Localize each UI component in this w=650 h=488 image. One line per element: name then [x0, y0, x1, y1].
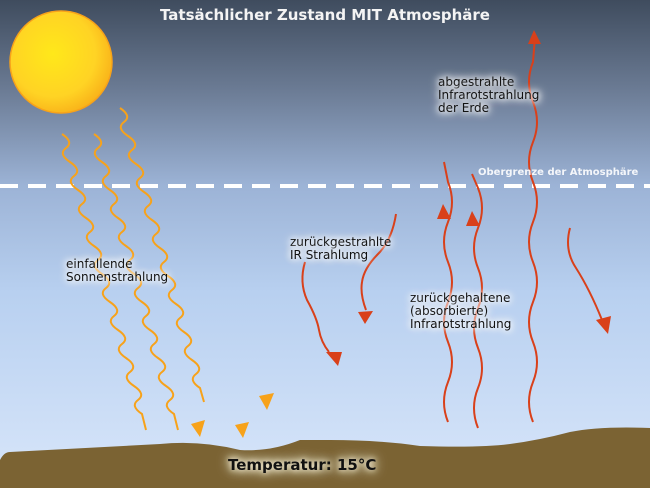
arrowhead-icon	[259, 393, 274, 410]
arrowhead-icon	[596, 316, 611, 334]
ir-rays	[301, 36, 603, 429]
temperature-label: Temperatur: 15°C	[228, 456, 377, 474]
ir-ray-emitted	[528, 36, 538, 423]
ir-ray-reflected-1	[301, 261, 330, 353]
atmosphere-boundary-label: Obergrenze der Atmosphäre	[478, 167, 639, 178]
solar-ray-1	[61, 133, 147, 431]
ir-ray-retained-2	[471, 173, 483, 429]
diagram-title: Tatsächlicher Zustand MIT Atmosphäre	[160, 6, 490, 24]
solar-arrowheads	[191, 393, 274, 438]
retained-ir-label: zurückgehaltene (absorbierte) Infrarotst…	[410, 291, 512, 331]
arrowhead-icon	[235, 422, 249, 438]
solar-rays	[61, 107, 205, 431]
solar-ray-3	[119, 107, 205, 403]
arrowhead-icon	[528, 30, 541, 44]
ir-arrowheads	[326, 30, 611, 366]
sun-icon	[9, 10, 113, 114]
ir-ray-reflected-3	[567, 227, 603, 321]
arrowhead-icon	[191, 420, 205, 437]
ir-ray-retained-1	[443, 161, 453, 423]
ir-ray-reflected-2	[360, 213, 397, 311]
arrowhead-icon	[466, 211, 480, 226]
ground	[0, 427, 650, 488]
incoming-solar-label: einfallende Sonnenstrahlung	[66, 257, 169, 284]
arrowhead-icon	[437, 204, 451, 219]
emitted-ir-label: abgestrahlte Infrarotstrahlung der Erde	[438, 75, 540, 115]
reflected-ir-label: zurückgestrahlte IR Strahlumg	[290, 235, 392, 262]
arrowhead-icon	[358, 311, 373, 324]
arrowhead-icon	[326, 352, 342, 366]
solar-ray-2	[93, 133, 179, 431]
